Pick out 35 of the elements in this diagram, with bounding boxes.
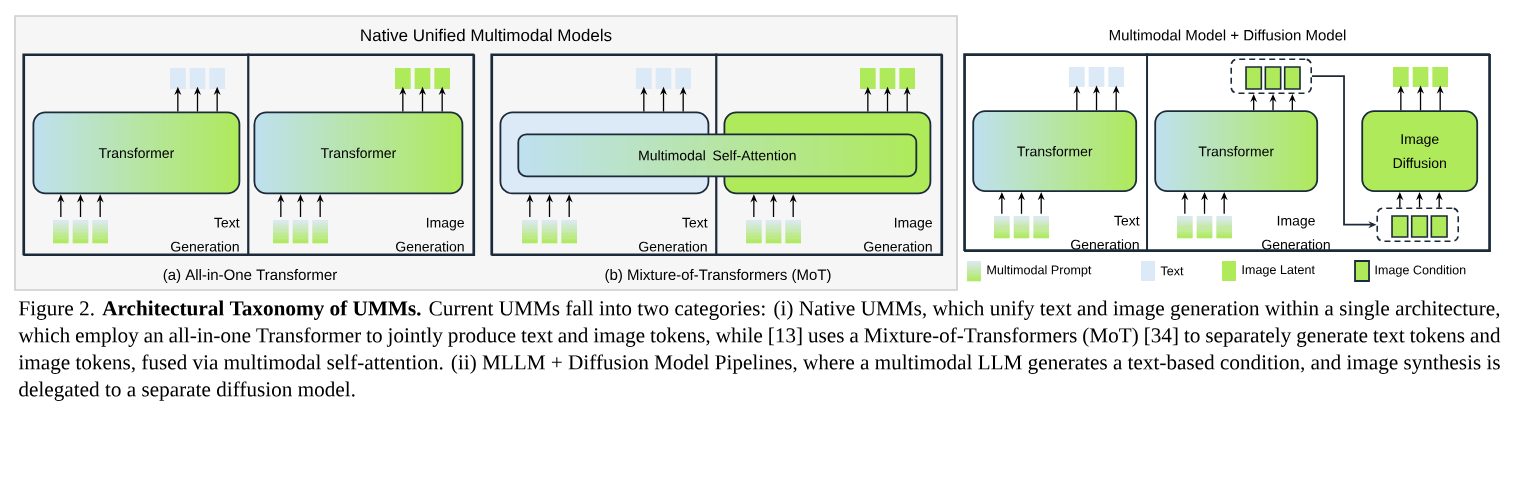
token-row — [1393, 67, 1448, 87]
section-label: Text Generation — [639, 217, 708, 252]
section-label: Text Generation — [1071, 215, 1140, 250]
figure-caption: Figure 2. Architectural Taxonomy of UMMs. Current UMMs fall into two categories: (i) Native UMMs, which unify text and image generation within a single architecture, which employ an all-in-one Transformer to jointly produce text and image tokens, while [13] uses a Mixture-of-Transformers (MoT) [34] to separately generate text tokens and image tokens, fused via multimodal self-attention. (ii) MLLM + Diffusion Model Pipelines, where a multimodal LLM generates a text-based condition, and image synthesis is delegated to a separate diffusion model. — [18, 300, 1501, 401]
token-row — [522, 220, 577, 244]
section-label: Image Generation — [1262, 215, 1330, 250]
legend-label: Image Condition — [1375, 265, 1466, 277]
token-row — [746, 220, 801, 244]
section-label: Image Generation — [864, 217, 932, 252]
transformer-block: Transformer — [972, 110, 1138, 193]
token-row — [1069, 67, 1124, 87]
legend-label: Text — [1160, 266, 1184, 276]
panel-caption: Multimodal Model + Diffusion Model — [1109, 29, 1346, 41]
panel-caption: (a) All-in-One Transformer — [163, 269, 337, 283]
diffusion-block: Image Diffusion — [1361, 110, 1479, 193]
token-row — [273, 220, 328, 244]
transformer-block: Transformer — [32, 111, 241, 195]
token-row — [636, 68, 691, 89]
section-label: Text Generation — [171, 217, 240, 252]
legend-label: Multimodal Prompt — [987, 265, 1092, 277]
token-row — [53, 220, 108, 244]
transformer-block: Transformer — [1154, 110, 1319, 193]
panel-caption: (b) Mixture-of-Transformers (MoT) — [605, 269, 831, 283]
section-label: Image Generation — [396, 217, 464, 252]
condition-token-group — [1376, 207, 1459, 242]
token-row — [170, 68, 225, 89]
transformer-block: Transformer — [253, 111, 464, 195]
panel-title: Native Unified Multimodal Models — [361, 28, 612, 42]
attention-block: Multimodal Self-Attention — [517, 133, 918, 178]
token-row — [860, 68, 915, 89]
token-row — [395, 68, 450, 89]
token-row — [994, 216, 1049, 239]
legend-label: Image Latent — [1242, 265, 1315, 277]
token-row — [1177, 216, 1232, 239]
condition-token-group — [1230, 58, 1312, 94]
